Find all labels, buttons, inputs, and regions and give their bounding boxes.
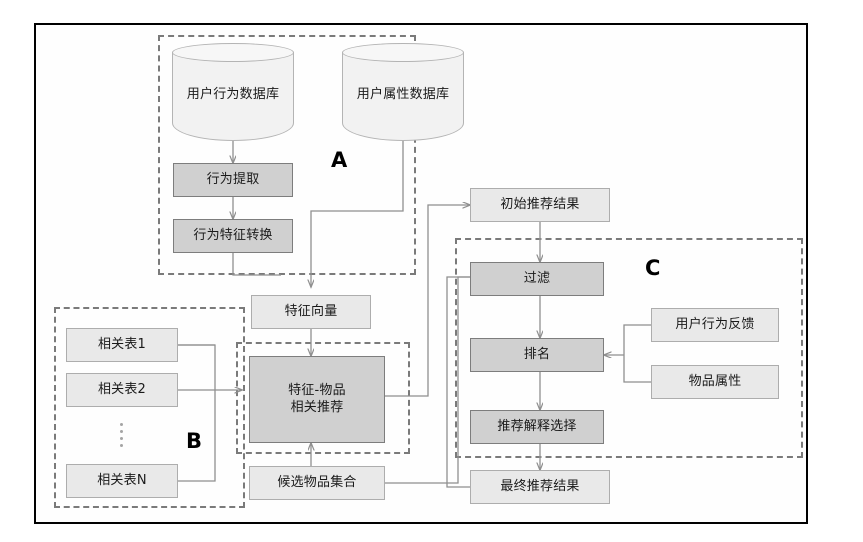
region-b xyxy=(54,307,245,508)
node-behavior-feature-transform[interactable]: 行为特征转换 xyxy=(173,219,293,253)
user-behavior-db[interactable]: 用户行为数据库 xyxy=(172,43,294,141)
node-filter[interactable]: 过滤 xyxy=(470,262,604,296)
region-b-label: B xyxy=(186,429,203,453)
region-a xyxy=(158,35,416,275)
node-behavior-extraction[interactable]: 行为提取 xyxy=(173,163,293,197)
cylinder-top xyxy=(342,43,464,62)
node-initial-recommend-result[interactable]: 初始推荐结果 xyxy=(470,188,610,222)
node-feature-item-recommend-line2: 相关推荐 xyxy=(290,399,344,415)
user-attribute-db-label: 用户属性数据库 xyxy=(356,87,450,102)
relation-table-ellipsis-icon xyxy=(120,419,123,451)
node-feature-item-recommend-line1: 特征-物品 xyxy=(288,383,346,399)
node-candidate-item-set[interactable]: 候选物品集合 xyxy=(249,466,385,500)
node-explanation-selection[interactable]: 推荐解释选择 xyxy=(470,410,604,444)
user-behavior-db-label: 用户行为数据库 xyxy=(186,87,280,102)
cylinder-body xyxy=(342,52,464,141)
user-attribute-db[interactable]: 用户属性数据库 xyxy=(342,43,464,141)
cylinder-body xyxy=(172,52,294,141)
region-a-label: A xyxy=(331,148,348,172)
node-final-recommend-result[interactable]: 最终推荐结果 xyxy=(470,470,610,504)
node-relation-table-2[interactable]: 相关表2 xyxy=(66,373,178,407)
node-relation-table-n[interactable]: 相关表N xyxy=(66,464,178,498)
node-feature-vector[interactable]: 特征向量 xyxy=(251,295,371,329)
node-relation-table-1[interactable]: 相关表1 xyxy=(66,328,178,362)
node-user-behavior-feedback[interactable]: 用户行为反馈 xyxy=(651,308,779,342)
node-feature-item-recommend[interactable]: 特征-物品 相关推荐 xyxy=(249,356,385,443)
node-item-attributes[interactable]: 物品属性 xyxy=(651,365,779,399)
node-ranking[interactable]: 排名 xyxy=(470,338,604,372)
region-c-label: C xyxy=(645,256,661,280)
cylinder-top xyxy=(172,43,294,62)
